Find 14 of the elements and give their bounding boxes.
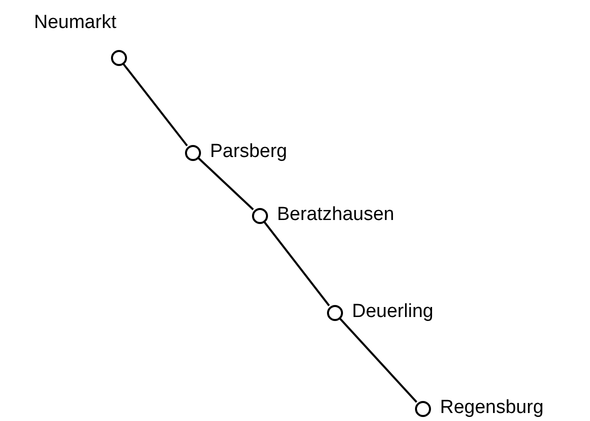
station-name: Regensburg	[440, 397, 544, 419]
station-circle	[185, 145, 201, 161]
station-name: Beratzhausen	[277, 204, 394, 226]
station-circle	[252, 208, 268, 224]
rail-line	[338, 317, 418, 403]
rail-line	[263, 220, 330, 306]
rail-line	[122, 62, 188, 146]
station-name: Deuerling	[352, 301, 434, 323]
station-name: Parsberg	[210, 141, 288, 163]
station-name: Neumarkt	[34, 12, 116, 34]
station-circle	[415, 401, 431, 417]
station-circle	[111, 50, 127, 66]
station-circle	[327, 305, 343, 321]
rail-line	[197, 156, 254, 210]
